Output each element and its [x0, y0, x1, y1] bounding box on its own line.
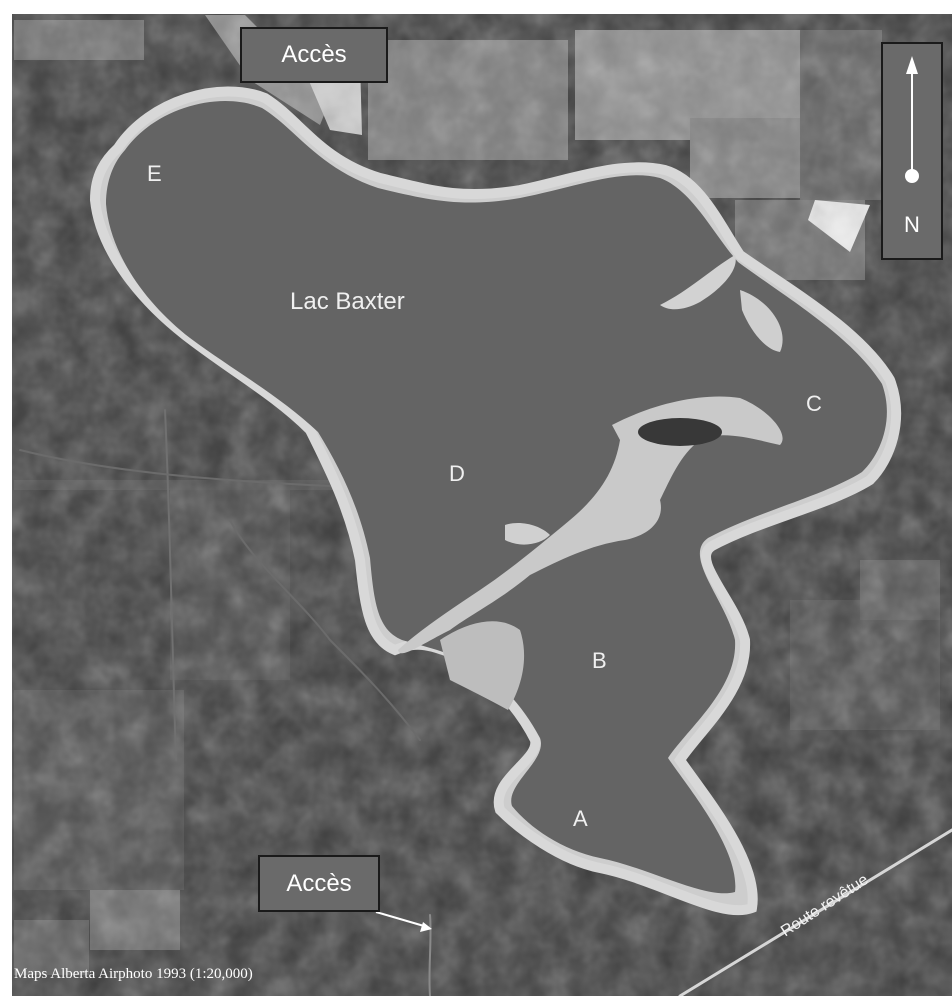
- lake-label-c: C: [806, 391, 822, 416]
- roads: [19, 409, 952, 996]
- southern-spit: [440, 621, 525, 710]
- north-arrow-icon: [905, 56, 919, 183]
- lake-label-a: A: [573, 806, 588, 831]
- lake-name-label: Lac Baxter: [290, 288, 405, 315]
- north-arrow-box: N: [881, 42, 943, 260]
- access-label-north: Accès: [240, 27, 388, 83]
- photo-credit: Maps Alberta Airphoto 1993 (1:20,000): [14, 966, 253, 982]
- island-sandbar: [398, 255, 783, 654]
- access-label-south: Accès: [258, 855, 380, 912]
- lake-label-d: D: [449, 461, 465, 486]
- lake-label-e: E: [147, 161, 162, 186]
- access-arrow: [375, 911, 432, 932]
- north-label: N: [904, 212, 920, 237]
- lake-label-b: B: [592, 648, 607, 673]
